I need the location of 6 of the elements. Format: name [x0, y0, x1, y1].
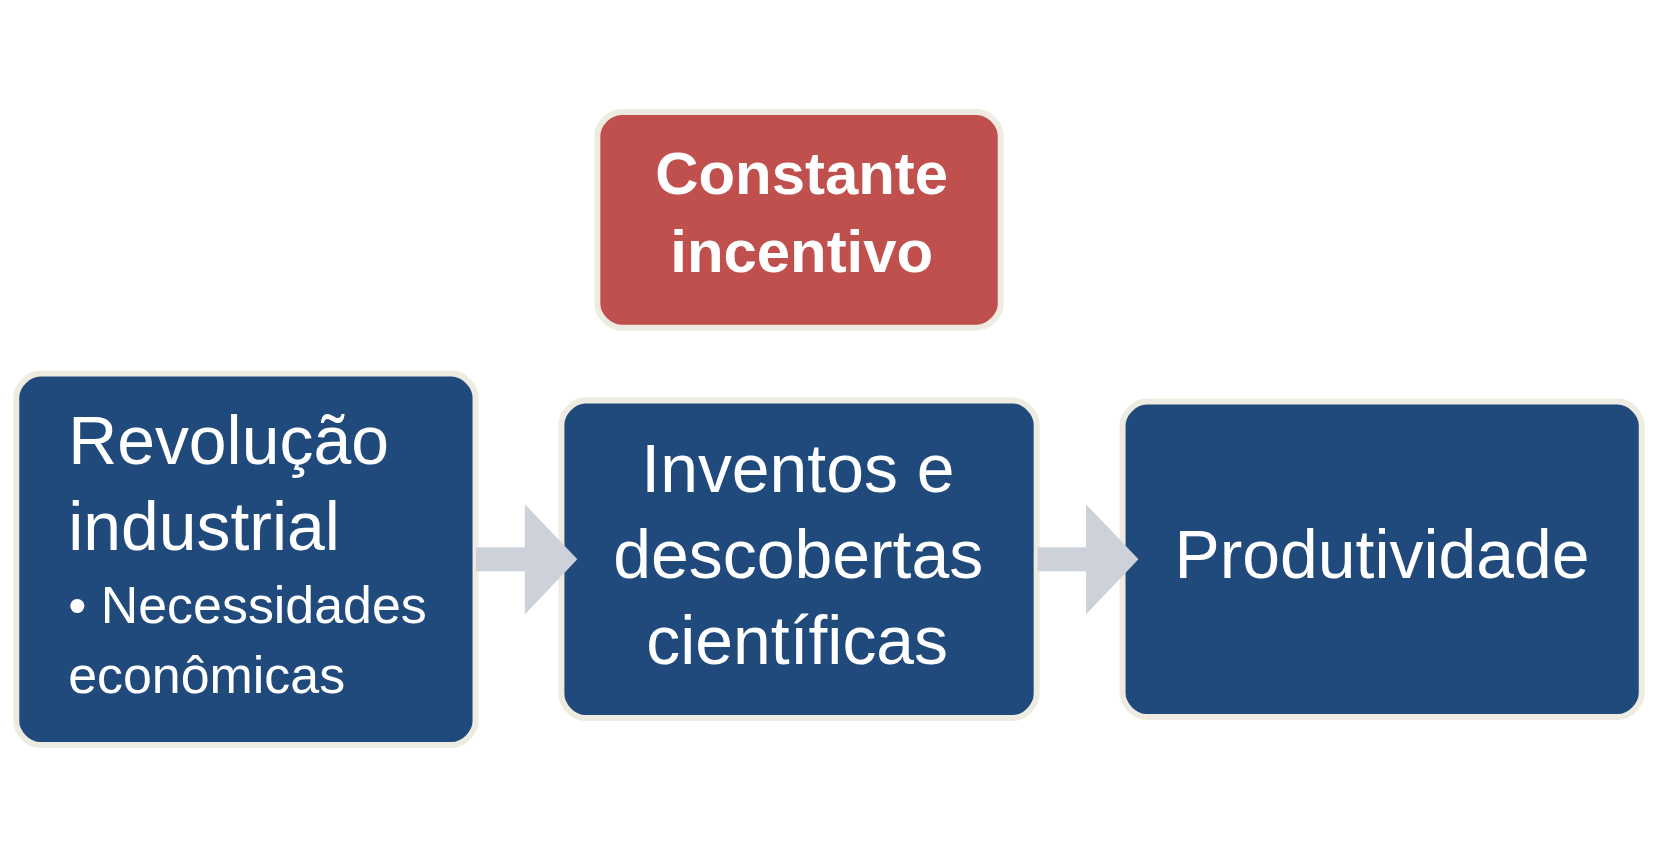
arrow — [1037, 504, 1139, 615]
arrow — [476, 504, 578, 615]
node-box: Revolução industrial • Necessidades econômicas — [13, 370, 479, 748]
node-box: Inventos e descobertas científicas — [558, 397, 1040, 722]
node-box: Constante incentivo — [594, 109, 1004, 331]
node-box: Produtividade — [1119, 398, 1645, 721]
